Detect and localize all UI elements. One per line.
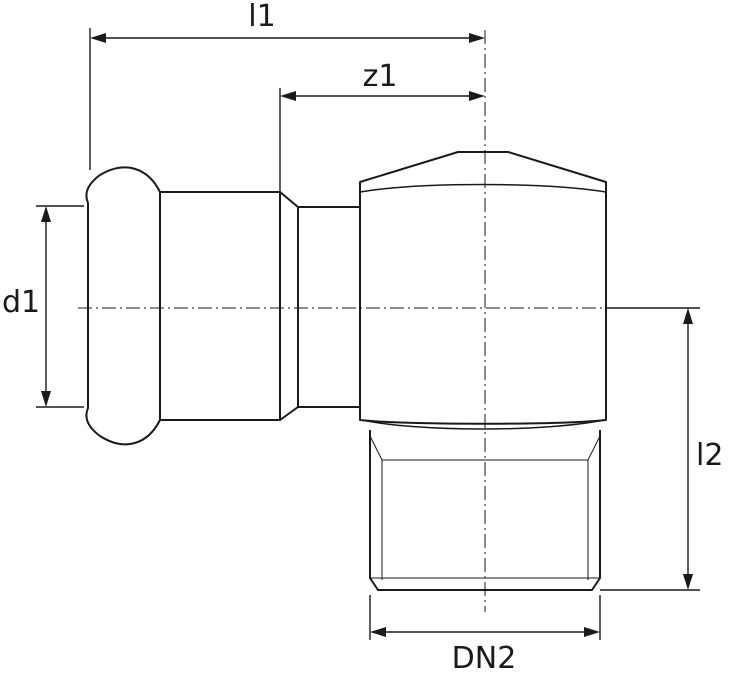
arrowhead: [683, 574, 693, 590]
fitting-body: [85, 151, 607, 591]
elbow-body: [359, 151, 607, 425]
dimension-DN2: DN2: [370, 627, 600, 674]
dimension-label-d1: d1: [2, 285, 40, 320]
arrowhead: [90, 33, 106, 43]
arrowhead: [683, 308, 693, 324]
socket-tube: [159, 191, 281, 421]
socket-taper: [279, 191, 299, 421]
elbow-top-edge: [359, 183, 607, 193]
press-bead: [85, 166, 161, 446]
neck: [297, 206, 361, 408]
extension-lines: [36, 28, 700, 640]
dimension-l2: l2: [683, 308, 723, 590]
dimension-label-l1: l1: [248, 0, 275, 34]
arrowhead: [370, 627, 386, 637]
arrowhead: [469, 33, 485, 43]
dimension-label-DN2: DN2: [452, 641, 517, 674]
center-lines: [78, 30, 700, 612]
dimension-d1: d1: [2, 206, 51, 407]
elbow-bottom-edge: [361, 419, 605, 430]
arrowhead: [41, 391, 51, 407]
dimension-z1: z1: [280, 59, 485, 101]
thread-chamfer-top: [369, 435, 601, 461]
arrowhead: [41, 206, 51, 222]
arrowhead: [469, 91, 485, 101]
arrowhead: [280, 91, 296, 101]
dimension-label-l2: l2: [696, 438, 723, 473]
dimension-l1: l1: [90, 0, 485, 43]
arrowhead: [584, 627, 600, 637]
dimension-label-z1: z1: [363, 59, 398, 94]
